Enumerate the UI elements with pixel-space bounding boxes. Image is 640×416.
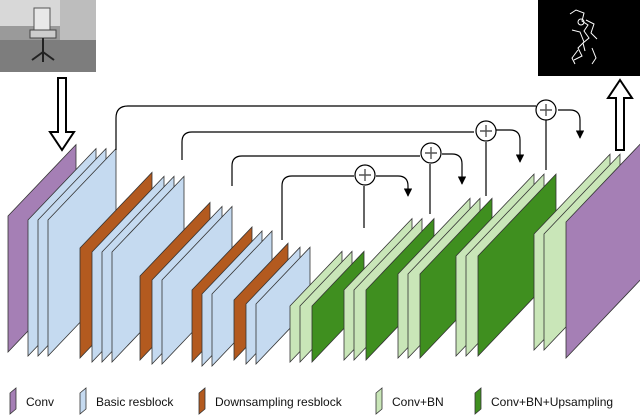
input-arrow [48, 77, 76, 152]
legend-swatch-conv-bn-upsampling [474, 387, 482, 415]
legend-item-basic-resblock: Basic resblock [79, 387, 174, 415]
legend-label-basic-resblock: Basic resblock [96, 395, 174, 409]
skip-connection-1 [115, 105, 536, 150]
skip-connections [115, 105, 585, 240]
output-arrow [606, 78, 634, 151]
plus-circle-icon [420, 142, 442, 164]
plus-circle-icon [354, 164, 376, 186]
legend-item-conv-bn: Conv+BN [375, 387, 444, 415]
legend-item-conv-bn-upsampling: Conv+BN+Upsampling [474, 387, 613, 415]
skip-connection-4-out [376, 175, 413, 197]
plus-circle-icon [475, 120, 497, 142]
edge-map-icon [569, 9, 598, 65]
output-image [538, 0, 640, 76]
chair-photo-icon [29, 7, 57, 62]
skip-connection-1-out [558, 109, 585, 139]
legend-label-conv: Conv [26, 395, 54, 409]
legend-label-conv-bn: Conv+BN [392, 395, 444, 409]
legend-swatch-conv-bn [375, 387, 383, 415]
legend-swatch-basic-resblock [79, 387, 87, 415]
legend-swatch-conv [9, 387, 17, 415]
layer-blocks [7, 143, 640, 367]
legend-item-downsampling-resblock: Downsampling resblock [198, 387, 343, 415]
skip-connection-3 [231, 155, 420, 186]
skip-connection-3-out [442, 153, 467, 185]
skip-connection-4 [281, 175, 354, 240]
legend-label-downsampling-resblock: Downsampling resblock [215, 395, 343, 409]
skip-connection-2-out [496, 129, 525, 163]
conv-layer [565, 143, 640, 359]
legend: Conv Basic resblock Downsampling resbloc… [9, 387, 613, 415]
input-image [0, 0, 96, 72]
legend-item-conv: Conv [9, 387, 54, 415]
legend-swatch-downsampling-resblock [198, 387, 206, 415]
legend-label-conv-bn-upsampling: Conv+BN+Upsampling [491, 395, 613, 409]
skip-connection-2 [181, 131, 474, 160]
sum-nodes [354, 99, 557, 186]
plus-circle-icon [535, 99, 557, 121]
